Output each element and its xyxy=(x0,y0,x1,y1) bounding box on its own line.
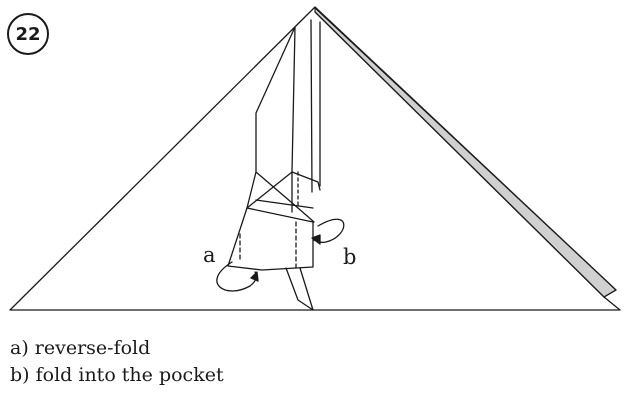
pocket-right xyxy=(291,171,321,191)
shaded-layer-edge xyxy=(314,7,617,298)
center-crease xyxy=(310,19,313,193)
body-mid xyxy=(255,199,314,209)
arrow-b-head xyxy=(311,234,321,245)
flap-right-edge xyxy=(291,26,296,173)
base-triangle xyxy=(9,6,621,311)
body-outline xyxy=(227,207,314,271)
pocket-diagonal xyxy=(246,171,293,209)
instruction-b: b) fold into the pocket xyxy=(10,364,224,386)
pocket-left xyxy=(255,171,315,223)
arrow-a-head xyxy=(250,271,259,282)
flap-left-edge xyxy=(246,26,296,209)
inner-layer-edge xyxy=(314,11,605,298)
instruction-a: a) reverse-fold xyxy=(10,337,151,359)
step-number-badge: 22 xyxy=(7,13,49,55)
step-number: 22 xyxy=(15,23,41,45)
bottom-point xyxy=(285,267,314,311)
body-top xyxy=(246,207,314,223)
arrow-a xyxy=(216,261,258,292)
label-b: b xyxy=(343,245,357,269)
label-a: a xyxy=(203,243,216,267)
